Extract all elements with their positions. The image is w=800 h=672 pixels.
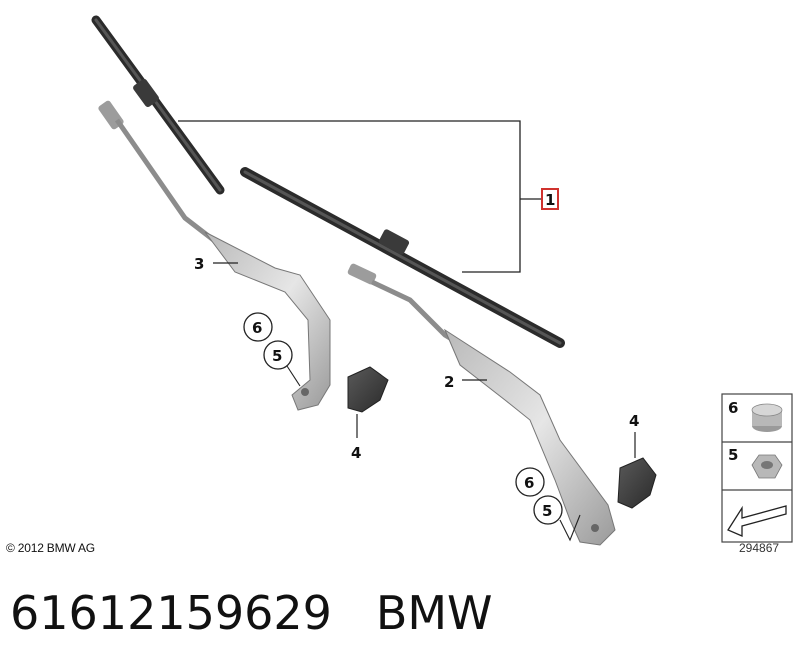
brand-name: BMW xyxy=(375,586,493,640)
legend-6-label: 6 xyxy=(728,399,738,417)
callout-5-left: 5 xyxy=(263,340,293,370)
cap-nut-icon xyxy=(751,403,783,432)
svg-text:5: 5 xyxy=(542,502,552,520)
callout-6-left: 6 xyxy=(243,312,273,342)
arrow-icon xyxy=(727,505,787,537)
wiper-arm-left xyxy=(98,100,331,411)
callout-5-right: 5 xyxy=(533,495,563,525)
callout-3-label: 3 xyxy=(194,255,204,273)
copyright-text: © 2012 BMW AG xyxy=(6,541,95,555)
svg-text:6: 6 xyxy=(252,319,262,337)
legend-5-label: 5 xyxy=(728,446,738,464)
wiper-blade-right xyxy=(240,167,565,348)
svg-text:6: 6 xyxy=(524,474,534,492)
wiper-blade-left xyxy=(91,15,225,195)
callout-4-right-label: 4 xyxy=(629,412,639,430)
callout-4-left-label: 4 xyxy=(351,444,361,462)
callout-1-highlight xyxy=(541,188,559,210)
hex-nut-icon xyxy=(751,454,783,479)
footer-part-info: 61612159629 BMW xyxy=(10,586,493,640)
callout-1-label: 1 xyxy=(545,191,555,209)
callout-1-bracket xyxy=(178,120,541,273)
reference-number: 294867 xyxy=(739,541,780,555)
arm-cap-right xyxy=(617,457,657,509)
svg-text:5: 5 xyxy=(272,347,282,365)
parts-legend: 6 5 xyxy=(721,393,793,543)
wiper-parts-diagram: 1 3 4 6 5 2 4 6 5 xyxy=(91,15,793,546)
wiper-arm-right xyxy=(347,263,616,546)
arm-cap-left xyxy=(347,366,389,413)
callout-6-right: 6 xyxy=(515,467,545,497)
callout-2-label: 2 xyxy=(444,373,454,391)
part-number: 61612159629 xyxy=(10,586,332,640)
